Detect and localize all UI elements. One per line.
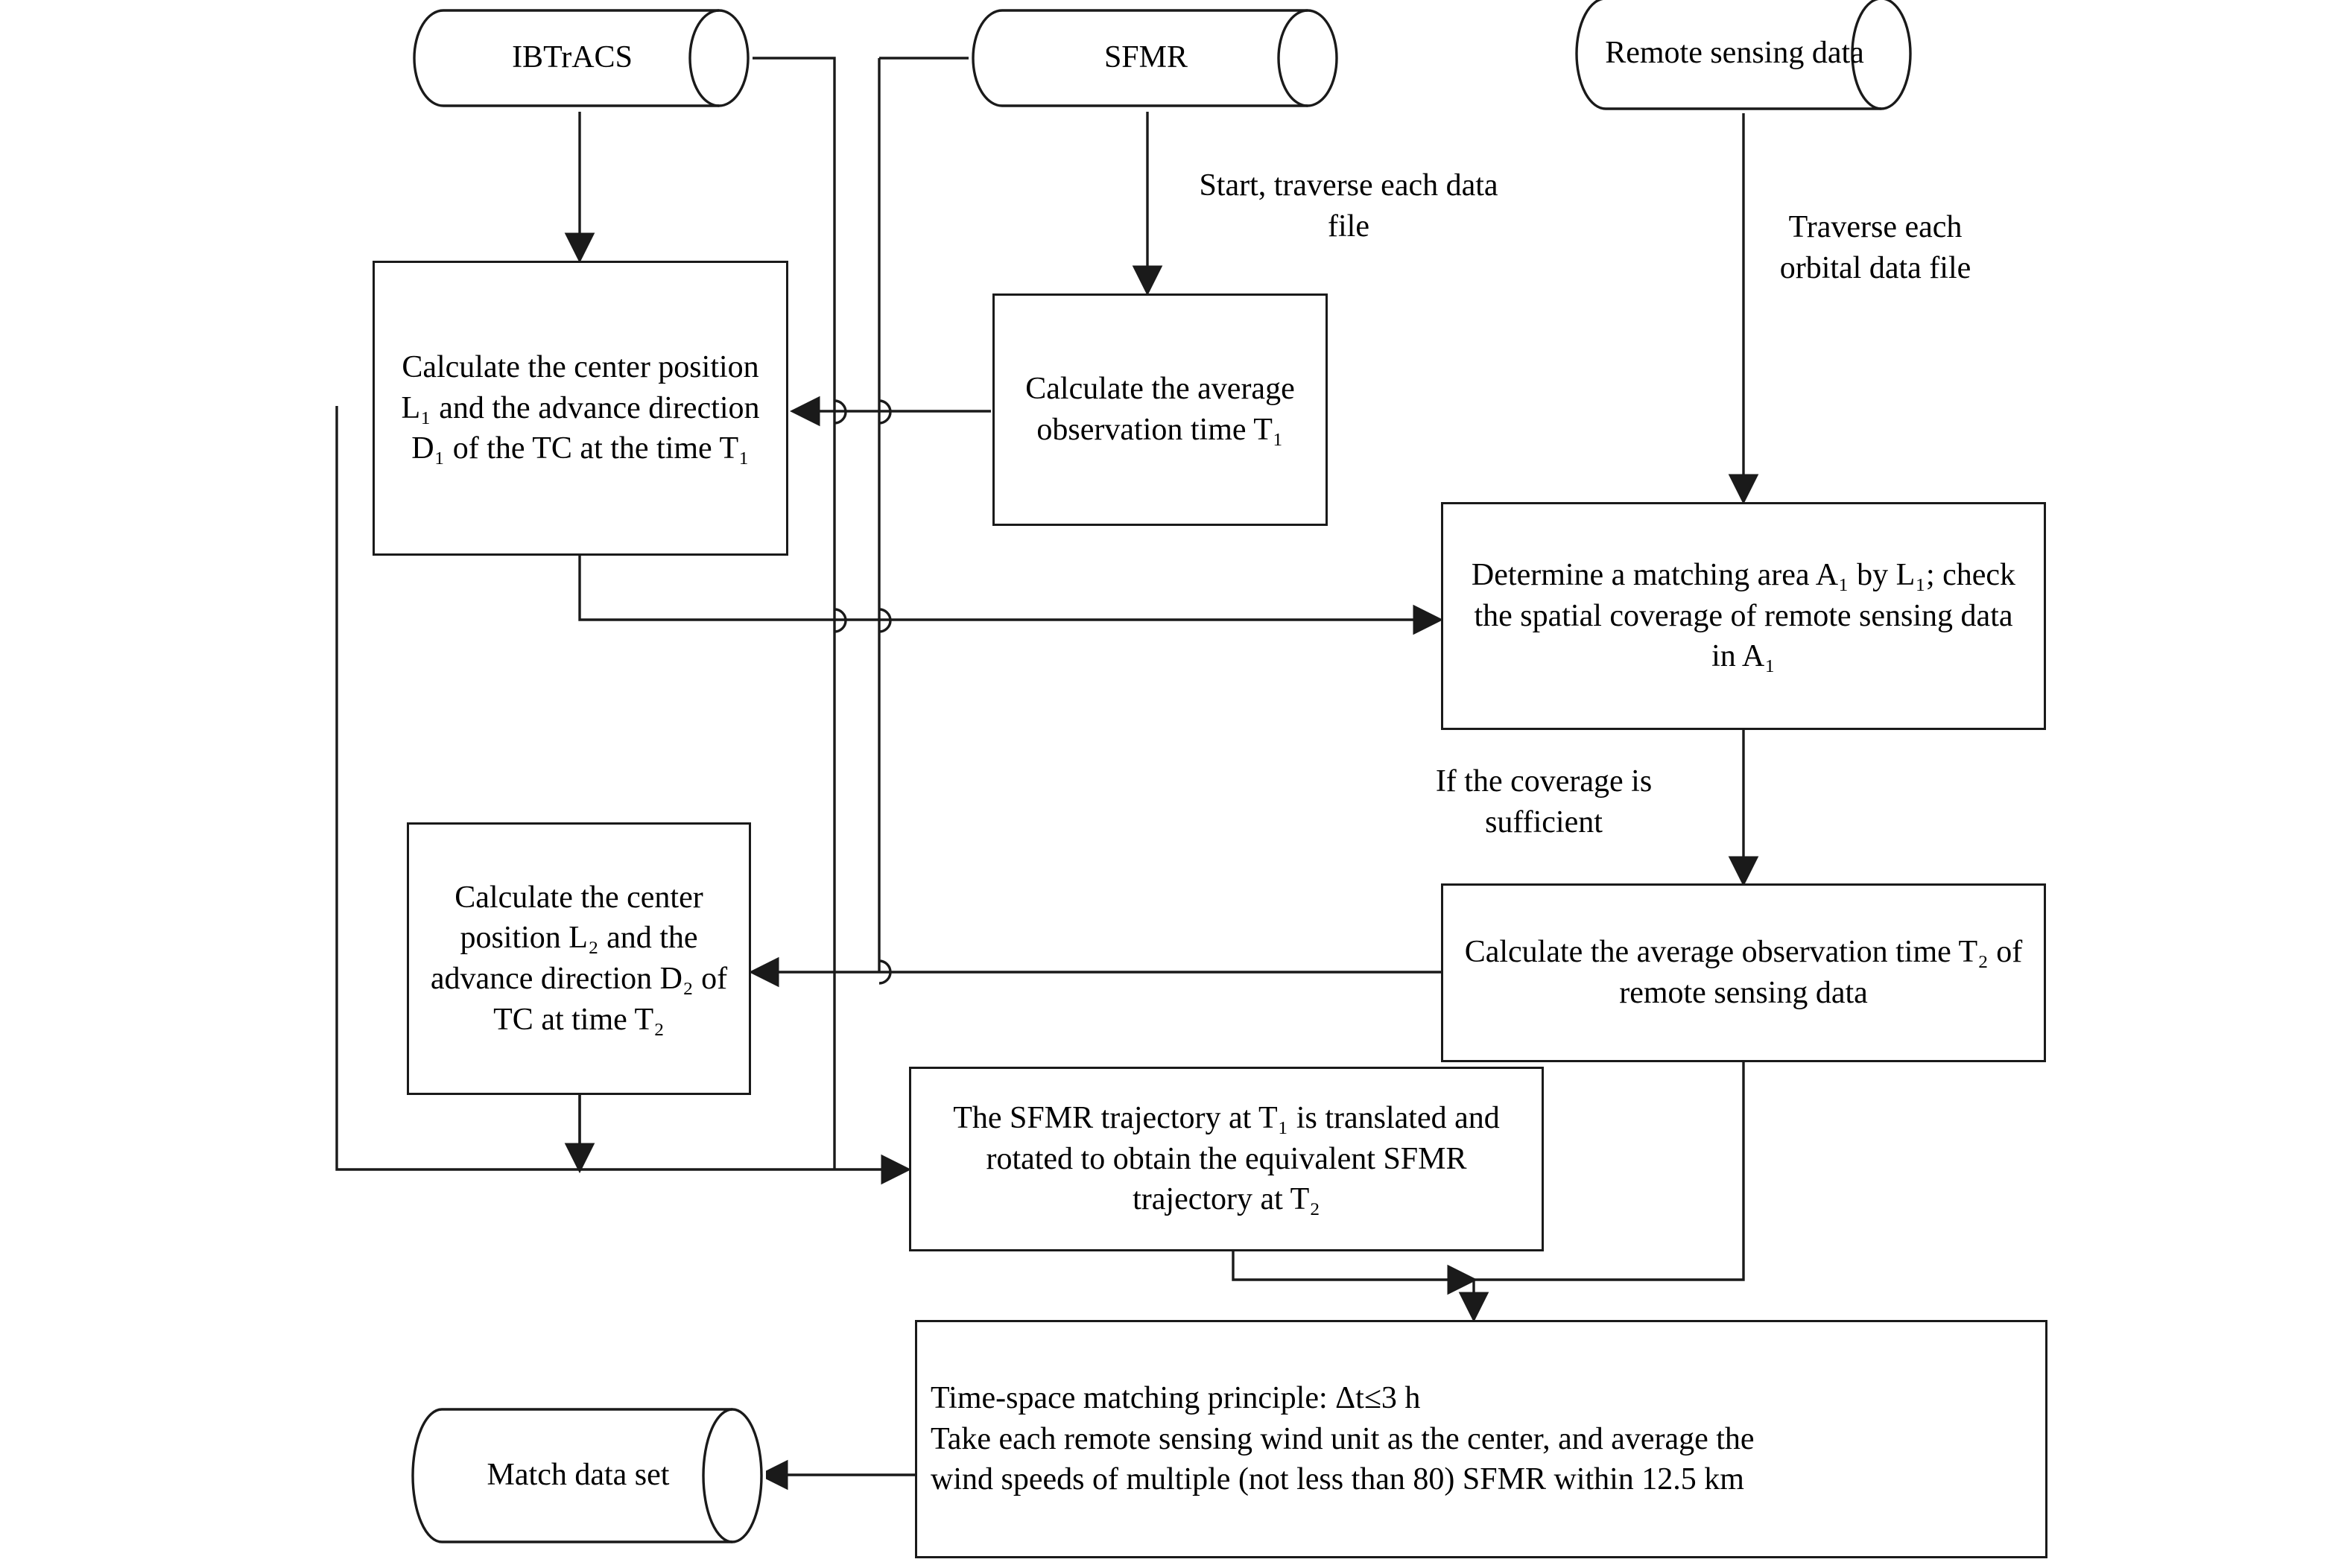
node-remote-sensing-data[interactable]: Remote sensing data <box>1572 0 1915 113</box>
node-match-data-set[interactable]: Match data set <box>408 1405 766 1546</box>
cylinder-shape-match-data-set <box>408 1405 766 1546</box>
node-calc-avg-obs-time-t1[interactable]: Calculate the average observation time T… <box>992 293 1328 526</box>
node-calc-center-t2[interactable]: Calculate the center position L₂ and the… <box>407 822 751 1095</box>
node-calc-avg-obs-time-t2[interactable]: Calculate the average observation time T… <box>1441 883 2046 1062</box>
node-ibtracs-label: IBTrACS <box>512 40 633 75</box>
node-calc-center-t1-label: Calculate the center position L₁ and the… <box>401 350 760 466</box>
node-time-space-matching[interactable]: Time-space matching principle: Δt≤3 h Ta… <box>915 1320 2047 1558</box>
node-match-data-set-label: Match data set <box>487 1458 670 1493</box>
node-sfmr[interactable]: SFMR <box>969 6 1341 110</box>
node-translate-rotate[interactable]: The SFMR trajectory at T₁ is translated … <box>909 1067 1544 1251</box>
edge-label-coverage-sufficient: If the coverage is sufficient <box>1435 764 1653 839</box>
cylinder-shape-sfmr <box>969 6 1341 110</box>
edge-label-traverse-orbital: Traverse each orbital data file <box>1779 210 1971 285</box>
node-sfmr-label: SFMR <box>1103 40 1188 75</box>
node-remote-sensing-data-label: Remote sensing data <box>1605 36 1864 71</box>
node-ibtracs[interactable]: IBTrACS <box>410 6 753 110</box>
node-calc-avg-obs-time-t2-label: Calculate the average observation time T… <box>1464 935 2023 1010</box>
node-calc-center-t2-label: Calculate the center position L₂ and the… <box>430 880 728 1037</box>
node-determine-matching-area-label: Determine a matching area A₁ by L₁; chec… <box>1471 558 2016 674</box>
time-space-matching-line-2: Take each remote sensing wind unit as th… <box>931 1421 1755 1456</box>
time-space-matching-line-1: Time-space matching principle: Δt≤3 h <box>931 1381 1421 1416</box>
cylinder-shape-remote-sensing-data <box>1572 0 1915 113</box>
cylinder-shape-ibtracs <box>410 6 753 110</box>
time-space-matching-line-3: wind speeds of multiple (not less than 8… <box>931 1462 1744 1497</box>
node-determine-matching-area[interactable]: Determine a matching area A₁ by L₁; chec… <box>1441 502 2046 730</box>
node-time-space-matching-text: Time-space matching principle: Δt≤3 h Ta… <box>931 1378 2032 1500</box>
node-calc-center-t1[interactable]: Calculate the center position L₁ and the… <box>373 261 788 556</box>
node-translate-rotate-label: The SFMR trajectory at T₁ is translated … <box>953 1101 1500 1217</box>
node-calc-avg-obs-time-t1-label: Calculate the average observation time T… <box>1025 372 1295 447</box>
edge-label-start-traverse: Start, traverse each data file <box>1199 168 1498 244</box>
